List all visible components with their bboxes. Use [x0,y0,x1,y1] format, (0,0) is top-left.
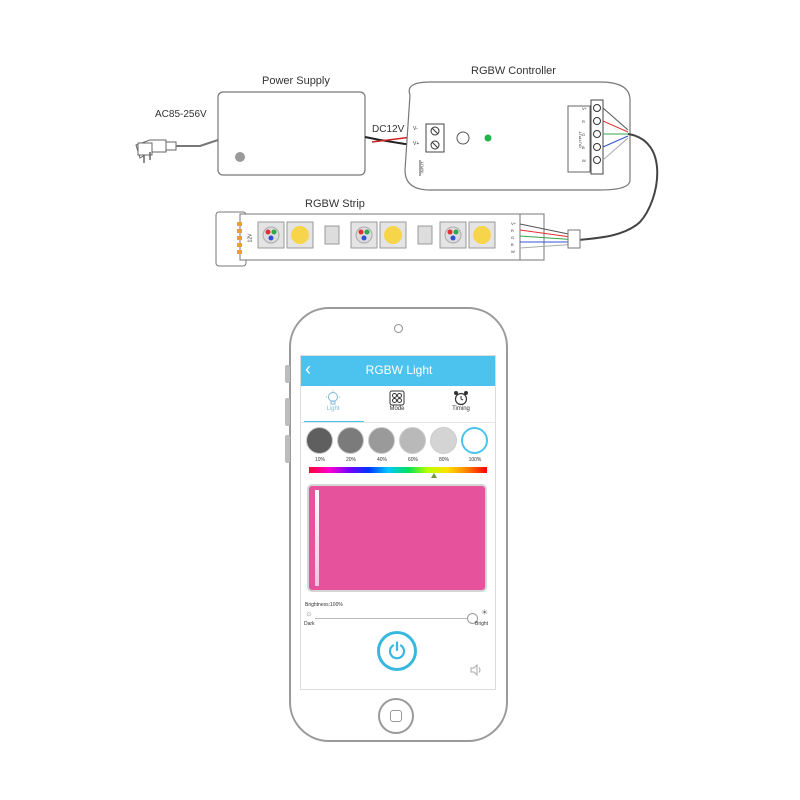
brightness-preset-label: 10% [314,457,325,463]
brightness-preset-label: 20% [345,457,356,463]
tab-timing-label: Timing [452,406,470,412]
bright-sun-icon: ☀ [481,608,489,617]
controller-pin-label: V+ [582,106,588,111]
app-screen: ‹ RGBW Light Light Mode Timing [300,355,496,690]
ac-cable [176,139,219,147]
terminal-v-plus: V+ [413,141,420,147]
color-spectrum-slider[interactable] [309,467,487,473]
controller-pin-label: R [582,119,585,124]
ac-plug-icon [135,139,177,163]
brightness-preset-label: 100% [468,457,482,463]
tab-divider [301,422,495,423]
strip-pin-label: W [511,249,515,254]
front-camera-icon [394,324,403,333]
active-tab-indicator [304,421,364,422]
spectrum-marker[interactable] [430,473,437,478]
controller-pin-label: B [582,145,585,150]
tab-timing[interactable]: Timing [429,388,493,420]
brightness-preset-label: 80% [438,457,449,463]
controller-pin-label: G [582,132,586,137]
mute-switch [285,365,290,383]
brightness-preset-10[interactable] [306,427,333,454]
power-supply-box [217,91,366,176]
mode-grid-icon [389,390,405,406]
brightness-preset-label: 60% [407,457,418,463]
tab-mode-label: Mode [389,406,405,412]
tab-mode[interactable]: Mode [365,388,429,420]
output-cable [577,133,659,241]
tab-light-label: Light [326,406,340,412]
brightness-preset-20[interactable] [337,427,364,454]
brightness-slider-track[interactable] [315,618,473,619]
wiring-diagram [135,81,659,267]
app-title: RGBW Light [365,363,433,377]
bright-label: Bright [475,621,489,627]
dark-label: Dark [304,621,315,627]
brightness-preset-80[interactable] [430,427,457,454]
brightness-preset-40[interactable] [368,427,395,454]
brightness-preset-60[interactable] [399,427,426,454]
volume-up-button [285,398,290,426]
controller-label: RGBW Controller [471,65,556,77]
app-header: ‹ RGBW Light [301,356,495,386]
chevron-left-icon[interactable]: ‹ [305,359,311,379]
input-label: INPUT [419,161,425,174]
bulb-icon [326,390,340,405]
saturation-bar[interactable] [315,490,319,586]
tab-light[interactable]: Light [301,388,365,420]
strip-pin-label: V+ [511,221,517,226]
strip-voltage-label: 12V [247,233,254,243]
strip-pin-label: R [511,228,514,233]
dim-sun-icon: ☼ [305,609,313,618]
power-button[interactable] [377,631,417,671]
brightness-slider-knob[interactable] [467,613,478,624]
color-picker-area[interactable] [307,484,487,592]
power-icon [388,641,406,660]
brightness-label: Brightness:100% [305,602,343,608]
strip-pin-label: G [511,235,515,240]
strip-pin-label: B [511,242,514,247]
volume-down-button [285,435,290,463]
brightness-preset-100[interactable] [461,427,488,454]
speaker-icon[interactable] [469,663,483,677]
home-button[interactable] [378,698,414,734]
rgbw-strip [215,211,581,267]
power-supply-label: Power Supply [262,75,330,87]
strip-label: RGBW Strip [305,198,365,210]
brightness-preset-label: 40% [376,457,387,463]
controller-terminal-screws [593,104,601,164]
controller-pin-label: W [582,158,586,163]
ac-voltage-label: AC85-256V [155,109,207,120]
terminal-v-minus: V- [413,126,418,132]
dc-voltage-label: DC12V [372,124,405,135]
alarm-clock-icon [454,391,468,406]
